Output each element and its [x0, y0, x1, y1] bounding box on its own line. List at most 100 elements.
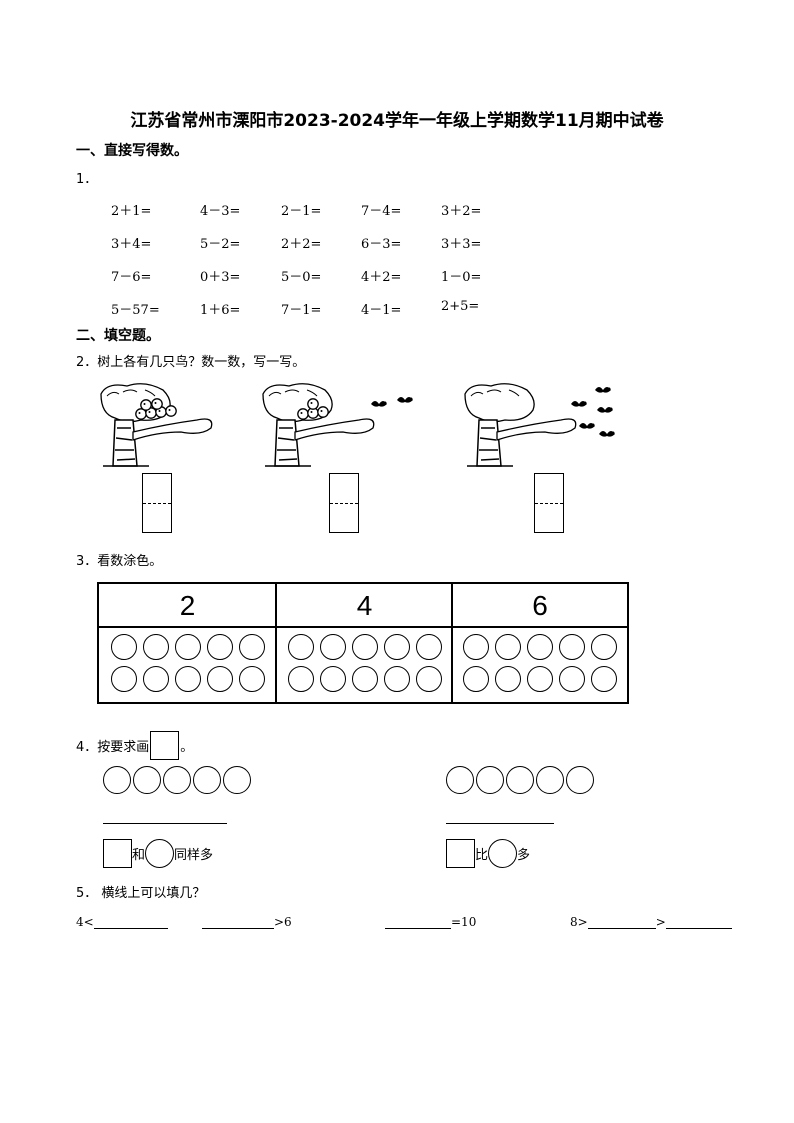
circle[interactable] [174, 666, 201, 692]
page-title: 江苏省常州市溧阳市2023-2024学年一年级上学期数学11月期中试卷 [130, 111, 664, 131]
flying-bird-icon [599, 431, 615, 437]
q4-left-circles [103, 766, 251, 794]
flying-bird-icon [397, 397, 413, 403]
calc-item: 3＋4= [111, 237, 152, 252]
calc-item: 4＋2= [361, 270, 402, 285]
q5-item-4: 8> > [570, 915, 732, 929]
calc-item: 3＋3= [441, 237, 482, 252]
square-icon [150, 731, 180, 760]
question-1-number: 1． [76, 172, 98, 187]
question-4-suffix: 。 [180, 740, 194, 755]
q4-right-label-b: 多 [517, 848, 531, 863]
answer-box-1[interactable] [142, 473, 172, 533]
calc-item: 5－0= [281, 270, 322, 285]
calc-item: 7－6= [111, 270, 152, 285]
q5-blank[interactable] [665, 928, 732, 929]
circle[interactable] [383, 666, 410, 692]
circle-icon [536, 766, 564, 794]
square-icon [103, 839, 132, 868]
sitting-bird-icon [297, 408, 309, 420]
calc-item: 2＋2= [281, 237, 322, 252]
circle-icon [223, 766, 251, 794]
circle[interactable] [110, 634, 137, 660]
circle[interactable] [142, 666, 169, 692]
question-2-text: 2．树上各有几只鸟？数一数，写一写。 [76, 355, 306, 370]
circle[interactable] [591, 634, 617, 660]
sitting-bird-icon [307, 398, 319, 410]
q5-blank[interactable] [93, 928, 168, 929]
circle[interactable] [238, 634, 265, 660]
circle[interactable] [206, 634, 233, 660]
section-1-heading: 一、直接写得数。 [76, 143, 188, 159]
q5-item-3-label: =10 [451, 915, 477, 929]
circle[interactable] [495, 666, 521, 692]
circle[interactable] [287, 634, 314, 660]
q4-left-label-b: 同样多 [174, 848, 214, 863]
section-2-heading: 二、填空题。 [76, 328, 160, 344]
answer-box-3[interactable] [534, 473, 564, 533]
q5-blank[interactable] [202, 928, 274, 929]
tree-scene-1 [100, 383, 213, 467]
circle[interactable] [559, 634, 585, 660]
calc-item: 3＋2= [441, 204, 482, 219]
q4-left-draw-line[interactable] [103, 823, 227, 824]
circle[interactable] [415, 666, 442, 692]
q4-left-label-a: 和 [132, 848, 146, 863]
circle-icon [193, 766, 221, 794]
circle[interactable] [559, 666, 585, 692]
circle[interactable] [319, 634, 346, 660]
circle-icon [133, 766, 161, 794]
bird-tree-scenes [100, 383, 615, 467]
target-number: 4 [277, 584, 452, 628]
q5-item-1-label: 4< [76, 915, 94, 929]
q5-item-4-label-a: 8> [570, 915, 588, 929]
circle[interactable] [463, 666, 489, 692]
circle[interactable] [319, 666, 346, 692]
q5-blank[interactable] [385, 928, 451, 929]
question-3-text: 3．看数涂色。 [76, 554, 163, 569]
circle[interactable] [383, 634, 410, 660]
q4-left-caption: 和 同样多 [103, 839, 213, 868]
q5-blank[interactable] [587, 928, 656, 929]
sitting-bird-icon [165, 405, 177, 417]
circle-icon [488, 839, 518, 868]
calc-item: 6－3= [361, 237, 402, 252]
circle[interactable] [287, 666, 314, 692]
color-column-3: 6 [451, 584, 627, 702]
circle-icon [446, 766, 474, 794]
circle[interactable] [174, 634, 201, 660]
circle[interactable] [591, 666, 617, 692]
sitting-bird-icon [140, 399, 152, 411]
circle[interactable] [351, 634, 378, 660]
circle-icon [103, 766, 131, 794]
circle[interactable] [527, 666, 553, 692]
target-number: 2 [99, 584, 276, 628]
circle[interactable] [415, 634, 442, 660]
circle[interactable] [238, 666, 265, 692]
question-4-prefix: 4．按要求画 [76, 740, 150, 755]
circle-icon [163, 766, 191, 794]
circle[interactable] [142, 634, 169, 660]
tree-scene-3 [464, 383, 615, 467]
circle-icon [476, 766, 504, 794]
question-4-text: 4．按要求画 。 [76, 731, 193, 760]
target-number: 6 [453, 584, 627, 628]
circle[interactable] [351, 666, 378, 692]
circle[interactable] [110, 666, 137, 692]
answer-box-2[interactable] [329, 473, 359, 533]
calc-item: 4－1= [361, 303, 402, 318]
square-icon [446, 839, 475, 868]
circle[interactable] [463, 634, 489, 660]
q5-item-3: =10 [385, 915, 476, 929]
circle[interactable] [206, 666, 233, 692]
circle[interactable] [495, 634, 521, 660]
circle[interactable] [527, 634, 553, 660]
circle-icon [145, 839, 175, 868]
calc-item: 2+5= [441, 299, 480, 314]
sitting-bird-icon [151, 398, 163, 410]
color-by-number-table: 2 4 6 [97, 582, 629, 704]
q4-right-circles [446, 766, 594, 794]
circle-icon [506, 766, 534, 794]
calc-item: 7－1= [281, 303, 322, 318]
q4-right-draw-line[interactable] [446, 823, 554, 824]
